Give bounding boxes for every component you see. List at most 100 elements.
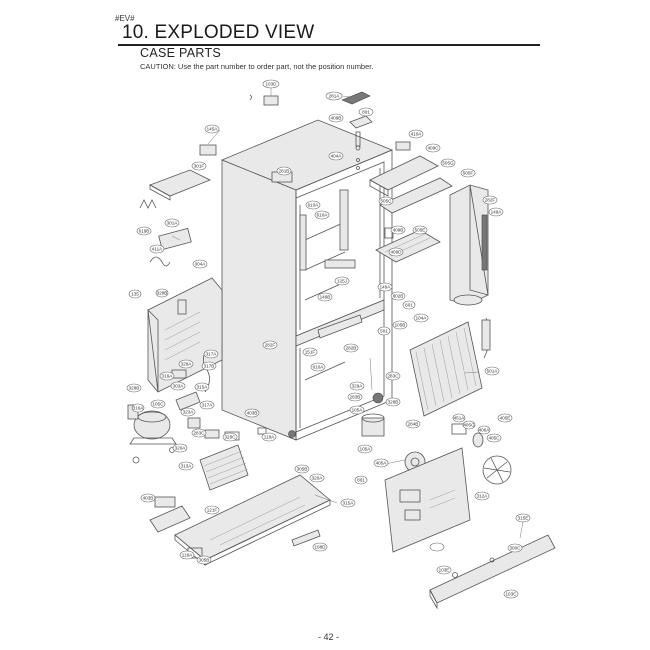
part-bubble: 305B xyxy=(196,555,212,565)
part-bubble: 601 xyxy=(402,300,416,310)
part-bubble: 328B xyxy=(126,383,142,393)
part-bubble: 501 xyxy=(377,326,391,336)
svg-text:105B: 105B xyxy=(395,323,406,328)
svg-text:105A: 105A xyxy=(360,447,372,452)
part-bubble: 505G xyxy=(440,158,456,168)
part-bubble: 405G xyxy=(462,420,476,430)
svg-text:409C: 409C xyxy=(428,146,440,151)
part-bubble: 125J xyxy=(334,276,350,286)
part-bubble: 328B xyxy=(155,288,169,298)
part-bubble: 121F xyxy=(204,505,220,515)
svg-text:451A: 451A xyxy=(454,416,466,421)
svg-text:283B: 283B xyxy=(350,395,361,400)
part-bubble: 105A xyxy=(349,405,365,415)
part-bubble: 501A xyxy=(484,366,500,376)
part-bubble: 281A xyxy=(325,91,343,101)
svg-text:281A: 281A xyxy=(329,94,341,99)
svg-text:406A: 406A xyxy=(479,428,491,433)
document-tag: #EV# xyxy=(115,14,135,23)
svg-text:405A: 405A xyxy=(376,461,388,466)
svg-text:149A: 149A xyxy=(491,210,503,215)
front-grille xyxy=(429,534,556,610)
part-bubble: 405A xyxy=(373,458,389,468)
svg-text:317B: 317B xyxy=(204,364,215,369)
svg-text:409D: 409D xyxy=(391,250,403,255)
part-bubble: 328A xyxy=(178,359,194,369)
svg-text:610A: 610A xyxy=(313,365,325,370)
part-bubble: 282F xyxy=(482,195,498,205)
svg-text:320A: 320A xyxy=(175,446,187,451)
svg-text:410A: 410A xyxy=(411,132,423,137)
svg-text:505E: 505E xyxy=(415,228,426,233)
part-bubble: 315A xyxy=(194,382,210,392)
svg-text:149B: 149B xyxy=(320,295,331,300)
part-bubble: 317A xyxy=(199,400,215,410)
svg-text:284B: 284B xyxy=(408,422,419,427)
part-bubble: 409B xyxy=(328,113,344,123)
svg-text:328B: 328B xyxy=(388,400,399,405)
part-bubble: 282B xyxy=(343,343,359,353)
svg-text:409B: 409B xyxy=(393,228,404,233)
svg-text:315E: 315E xyxy=(518,516,529,521)
part-bubble: 610A xyxy=(305,200,321,210)
svg-text:300C: 300C xyxy=(510,546,522,551)
part-bubble: 801 xyxy=(354,475,368,485)
part-bubble: 403B xyxy=(140,493,156,503)
condenser-coil xyxy=(199,431,249,491)
svg-text:323A: 323A xyxy=(183,410,195,415)
part-bubble: 283B xyxy=(347,392,363,402)
part-bubble: 301A xyxy=(164,218,180,228)
part-bubble: 802B xyxy=(390,291,406,301)
svg-text:601: 601 xyxy=(405,303,413,308)
svg-text:501A: 501A xyxy=(487,369,499,374)
svg-text:105C: 105C xyxy=(153,402,165,407)
svg-text:103E: 103E xyxy=(439,568,450,573)
part-bubble: 105C xyxy=(150,399,166,409)
svg-text:610A: 610A xyxy=(308,203,320,208)
svg-text:320A: 320A xyxy=(312,476,324,481)
part-bubble: 451A xyxy=(452,413,466,423)
part-bubble: 409B xyxy=(390,225,406,235)
svg-text:108D: 108D xyxy=(315,545,327,550)
part-bubble: 320A xyxy=(172,443,188,453)
part-bubble: 409D xyxy=(388,247,404,257)
part-bubble: 104A xyxy=(413,313,429,323)
part-bubble: 151F xyxy=(302,347,318,357)
svg-text:801: 801 xyxy=(362,110,370,115)
svg-text:315A: 315A xyxy=(343,501,355,506)
cabinet-body xyxy=(220,119,394,441)
part-bubble: 103D xyxy=(262,79,280,89)
part-bubble: 317B xyxy=(201,361,217,371)
svg-text:501: 501 xyxy=(380,329,388,334)
svg-text:409B: 409B xyxy=(331,116,342,121)
svg-text:305B: 305B xyxy=(297,467,308,472)
part-bubble: 149A xyxy=(488,207,504,217)
svg-text:405E: 405E xyxy=(500,416,511,421)
svg-text:405C: 405C xyxy=(489,436,501,441)
part-bubble: 329A xyxy=(349,381,365,391)
svg-text:619B: 619B xyxy=(139,229,150,234)
svg-text:505G: 505G xyxy=(442,161,454,166)
svg-text:313A: 313A xyxy=(181,464,193,469)
svg-text:281B: 281B xyxy=(279,169,290,174)
svg-text:312A: 312A xyxy=(477,494,489,499)
svg-text:505C: 505C xyxy=(381,199,393,204)
svg-text:317A: 317A xyxy=(206,352,218,357)
svg-text:404A: 404A xyxy=(331,154,343,159)
svg-text:301A: 301A xyxy=(167,221,179,226)
svg-text:118A: 118A xyxy=(182,553,193,558)
svg-text:315A: 315A xyxy=(197,385,209,390)
part-bubble: 316A xyxy=(131,403,145,413)
side-duct-panel xyxy=(449,184,489,306)
part-bubble: 505F xyxy=(460,168,476,178)
part-bubble: 282F xyxy=(262,340,278,350)
svg-text:103D: 103D xyxy=(266,82,278,87)
part-bubble: 801 xyxy=(358,107,374,117)
svg-text:329A: 329A xyxy=(352,384,364,389)
svg-text:283C: 283C xyxy=(194,431,206,436)
part-bubble: 283C xyxy=(191,428,207,438)
part-bubble: 105B xyxy=(392,320,408,330)
part-bubble: 619B xyxy=(136,226,152,236)
svg-text:328B: 328B xyxy=(157,291,168,296)
svg-text:304A: 304A xyxy=(195,262,207,267)
